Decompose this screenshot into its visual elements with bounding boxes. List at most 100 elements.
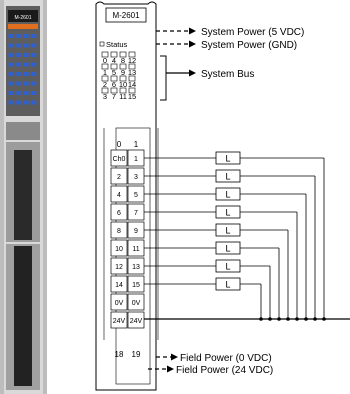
photo-led [31, 100, 37, 105]
terminal-left [110, 257, 128, 275]
terminal-label: 4 [117, 192, 121, 199]
module-outline [95, 1, 157, 391]
led-label: 5 [112, 68, 116, 77]
led-indicator [119, 63, 127, 70]
terminal-label: 24V [130, 318, 143, 325]
model-label: M-2601 [112, 11, 140, 20]
terminal-left [110, 149, 128, 167]
terminal-label: 8 [117, 228, 121, 235]
photo-led [9, 72, 14, 76]
photo-led [16, 72, 22, 76]
terminal-right [127, 293, 145, 311]
connection-field-power-24v: Field Power (24 VDC) [148, 365, 273, 376]
led-label: 4 [112, 56, 116, 65]
label-system-power-gnd: System Power (GND) [201, 40, 297, 51]
terminal-left [110, 275, 128, 293]
led-indicator [119, 87, 127, 94]
terminal-footer-19: 19 [132, 350, 141, 359]
module-photo: M-2601 [0, 0, 47, 394]
led-indicator [110, 51, 118, 58]
terminal-header-0: 0 [117, 140, 122, 149]
terminal-label: 15 [132, 282, 140, 289]
photo-model-label: M-2601 [15, 15, 32, 21]
photo-led [31, 91, 37, 95]
led-indicator [110, 87, 118, 94]
led-label: 15 [128, 92, 136, 101]
label-system-bus: System Bus [201, 69, 254, 80]
terminal-left [110, 293, 128, 311]
terminal-label: 5 [134, 192, 138, 199]
led-indicator [101, 75, 109, 82]
photo-led [16, 100, 22, 105]
status-led [99, 41, 105, 47]
terminal-label: 7 [134, 210, 138, 217]
terminal-label: 9 [134, 228, 138, 235]
terminal-left [110, 185, 128, 203]
photo-led [9, 91, 14, 95]
label-field-power-24v: Field Power (24 VDC) [176, 365, 273, 376]
photo-led [31, 81, 37, 86]
led-indicator [128, 87, 136, 94]
led-indicator [128, 75, 136, 82]
terminal-left [110, 221, 128, 239]
load-label: L [225, 172, 230, 182]
led-indicator [101, 87, 109, 94]
led-indicator [119, 75, 127, 82]
led-label: 11 [119, 92, 127, 101]
terminal-left [110, 311, 128, 329]
photo-led [16, 53, 22, 57]
photo-led [9, 43, 14, 48]
photo-led [24, 72, 29, 76]
terminal-label: Ch0 [113, 156, 126, 163]
led-label: 14 [128, 80, 136, 89]
photo-led [31, 53, 37, 57]
terminal-label: 1 [134, 156, 138, 163]
load-label: L [225, 190, 230, 200]
photo-led [31, 34, 37, 38]
label-system-power-5v: System Power (5 VDC) [201, 27, 304, 38]
photo-led [24, 81, 29, 86]
photo-led [24, 100, 29, 105]
photo-led [24, 53, 29, 57]
photo-led [24, 91, 29, 95]
led-indicator [110, 75, 118, 82]
terminal-label: 2 [117, 174, 121, 181]
led-indicator [101, 63, 109, 70]
terminal-label: 13 [132, 264, 140, 271]
led-indicator [128, 63, 136, 70]
photo-led [24, 34, 29, 38]
photo-led [9, 81, 14, 86]
terminal-footer-18: 18 [115, 350, 124, 359]
led-indicator [110, 63, 118, 70]
photo-led [31, 72, 37, 76]
led-label: 13 [128, 68, 136, 77]
led-label: 0 [103, 56, 107, 65]
led-label: 2 [103, 80, 107, 89]
photo-led [9, 34, 14, 38]
photo-led [24, 43, 29, 48]
led-indicator [128, 51, 136, 58]
terminal-right [127, 311, 145, 329]
photo-led [16, 43, 22, 48]
led-label: 12 [128, 56, 136, 65]
terminal-left [110, 203, 128, 221]
connection-system-power-5v: System Power (5 VDC) [156, 27, 304, 38]
led-label: 10 [119, 80, 127, 89]
terminal-label: 10 [115, 246, 123, 253]
led-label: 9 [121, 68, 125, 77]
terminal-left [110, 167, 128, 185]
photo-led [16, 62, 22, 67]
led-indicator [119, 51, 127, 58]
photo-led [31, 62, 37, 67]
terminal-label: 12 [115, 264, 123, 271]
terminal-label: 3 [134, 174, 138, 181]
terminal-label: 24V [113, 318, 126, 325]
photo-led [31, 43, 37, 48]
photo-led [16, 34, 22, 38]
status-label: Status [106, 40, 128, 49]
terminal-header-1: 1 [134, 140, 139, 149]
